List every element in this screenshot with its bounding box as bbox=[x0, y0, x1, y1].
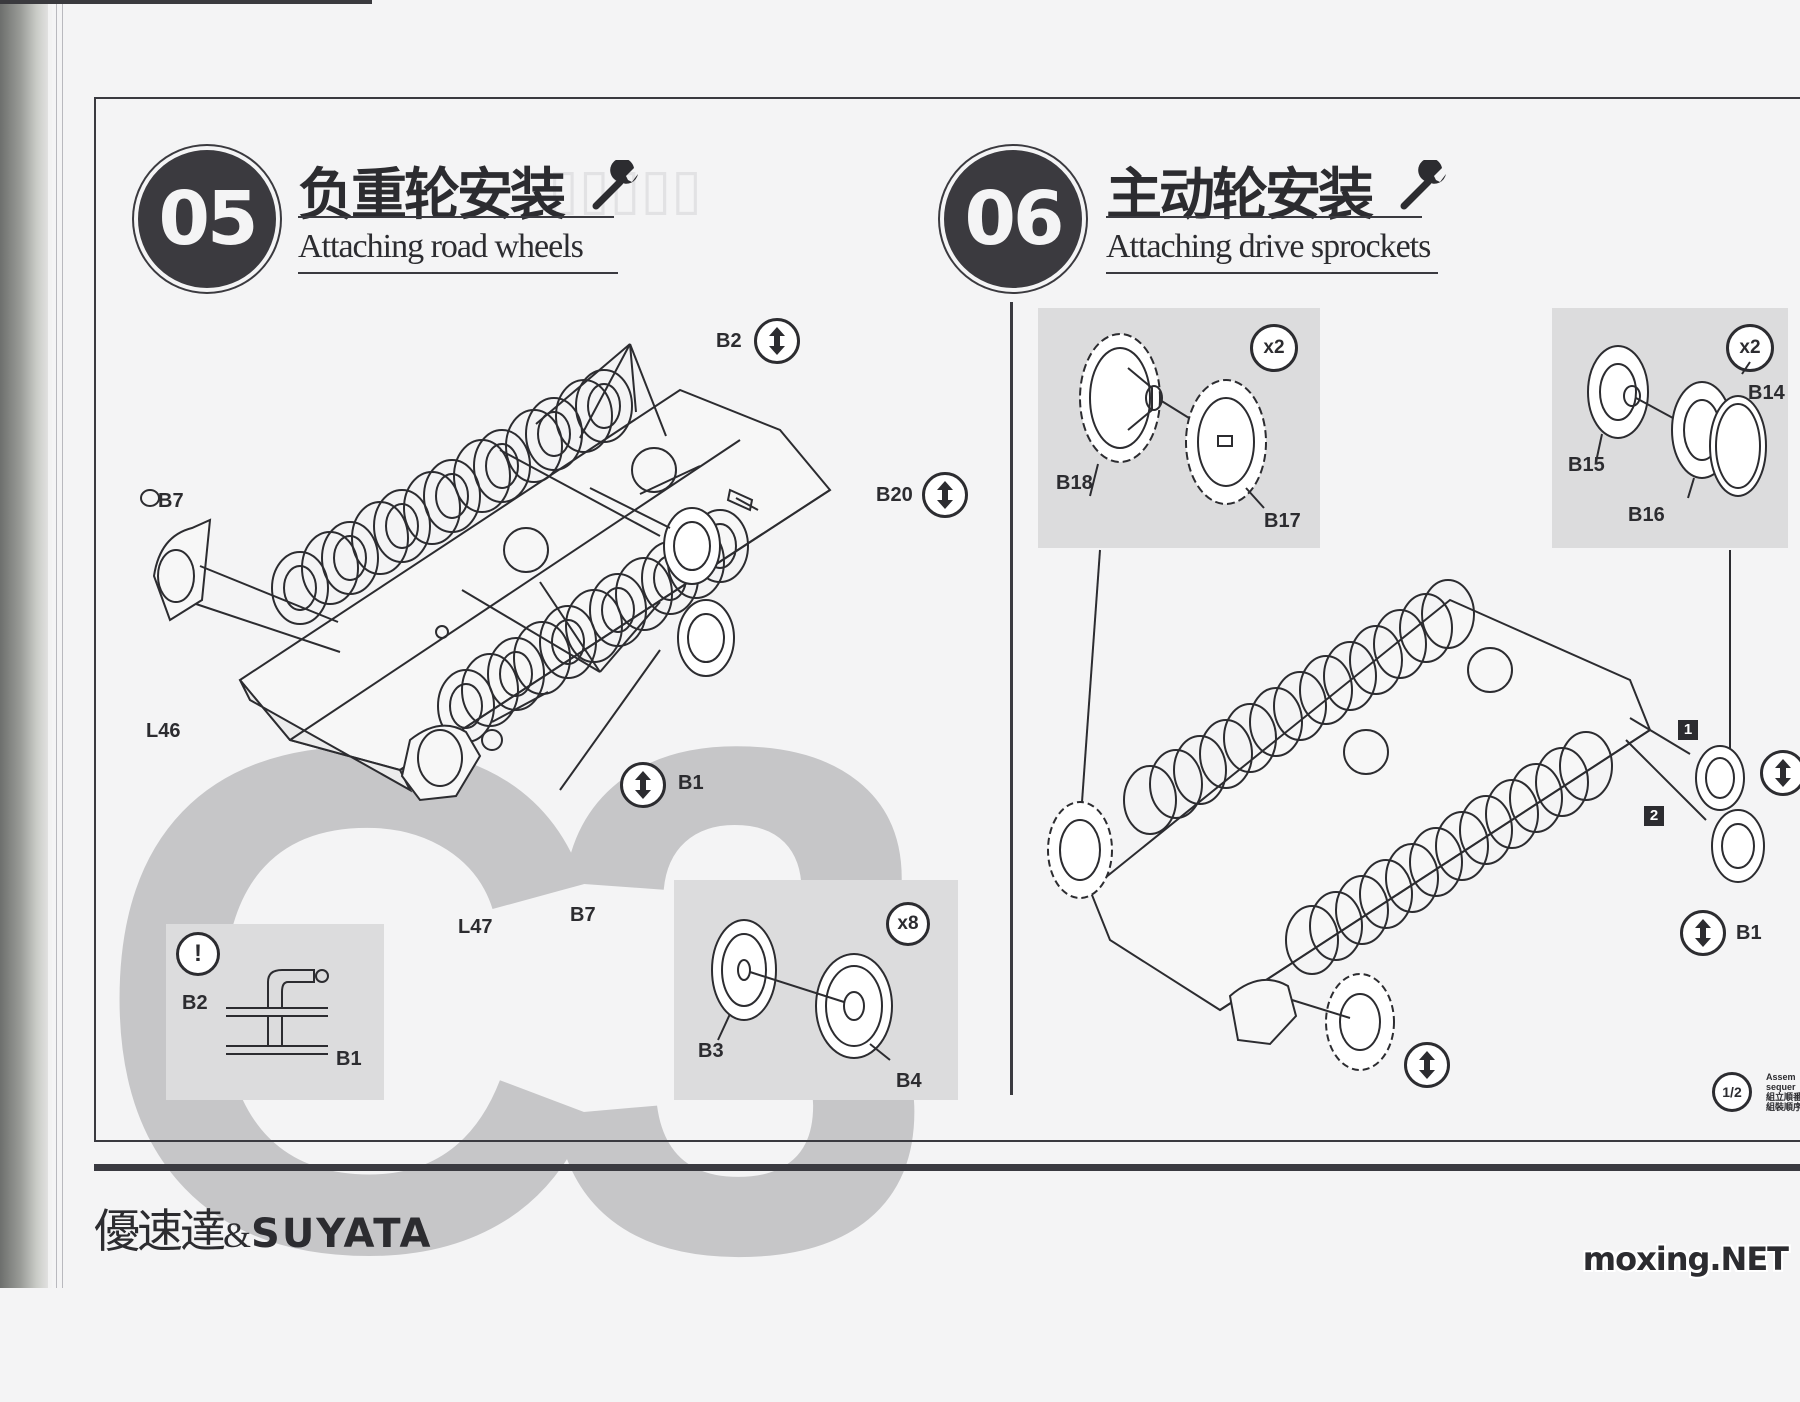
part-label-b1: B1 bbox=[1736, 922, 1762, 944]
top-strip bbox=[0, 0, 372, 4]
brand-name-cn: 優速達 bbox=[94, 1204, 226, 1258]
part-label-b2: B2 bbox=[716, 330, 742, 352]
part-label-b15: B15 bbox=[1568, 454, 1605, 476]
inset-sprocket-panel: x2 B18 B17 bbox=[1038, 308, 1320, 548]
step-title-en: Attaching drive sprockets bbox=[1106, 228, 1431, 265]
title-rule bbox=[298, 216, 614, 218]
idler-wheel-diagram bbox=[1587, 345, 1767, 499]
sequence-icon: 1/2 bbox=[1712, 1072, 1752, 1112]
footer-rule bbox=[94, 1164, 1800, 1171]
flip-arrow-icon bbox=[922, 472, 968, 518]
bogie-orientation-diagram bbox=[226, 969, 329, 1055]
part-label-b1: B1 bbox=[336, 1048, 362, 1070]
flip-arrow-icon bbox=[1404, 1042, 1450, 1088]
hull-drive-sprocket-diagram bbox=[1047, 549, 1765, 1071]
wrench-icon bbox=[1400, 160, 1446, 210]
flip-arrow-icon bbox=[1680, 910, 1726, 956]
part-label-b4: B4 bbox=[896, 1070, 922, 1092]
inset-wheel-panel: x8 B3 B4 bbox=[674, 880, 958, 1100]
part-label-b18: B18 bbox=[1056, 472, 1093, 494]
brand-logo: 優速達&SUYATA bbox=[94, 1195, 432, 1261]
quantity-badge: x2 bbox=[1250, 324, 1298, 372]
page-edge bbox=[62, 0, 63, 1288]
step-number-badge: 05 bbox=[134, 146, 280, 292]
sequence-number-box: 1 bbox=[1678, 720, 1698, 740]
quantity-badge: x2 bbox=[1726, 324, 1774, 372]
step-title-cn: 主动轮安装 bbox=[1106, 162, 1374, 228]
road-wheel-pair-diagram bbox=[711, 919, 893, 1061]
exclamation-icon: ! bbox=[176, 932, 220, 976]
wrench-icon bbox=[592, 160, 638, 210]
part-label-b7: B7 bbox=[570, 904, 596, 926]
title-rule bbox=[1106, 216, 1422, 218]
part-label-b17: B17 bbox=[1264, 510, 1301, 532]
flip-arrow-icon bbox=[754, 318, 800, 364]
drive-sprocket-diagram bbox=[1079, 333, 1267, 509]
part-label-b20: B20 bbox=[876, 484, 913, 506]
title-rule bbox=[1106, 272, 1438, 274]
binding-edge bbox=[0, 0, 52, 1288]
flip-arrow-icon bbox=[1760, 750, 1800, 796]
part-label-b14: B14 bbox=[1748, 382, 1785, 404]
brand-ampersand: & bbox=[223, 1215, 252, 1255]
title-rule bbox=[298, 272, 618, 274]
step-title-en: Attaching road wheels bbox=[298, 228, 584, 265]
flip-arrow-icon bbox=[620, 762, 666, 808]
step-title-cn: 负重轮安装 bbox=[298, 162, 566, 228]
step-divider bbox=[1010, 302, 1013, 1095]
part-label-b7: B7 bbox=[158, 490, 184, 512]
part-label-l46: L46 bbox=[146, 720, 181, 742]
inset-note-panel: ! B2 B1 bbox=[166, 924, 384, 1100]
sequence-number-box: 2 bbox=[1644, 806, 1664, 826]
part-label-b2: B2 bbox=[182, 992, 208, 1014]
site-watermark: moxing.NET bbox=[1582, 1240, 1789, 1278]
page-edge bbox=[56, 0, 57, 1288]
instruction-frame bbox=[94, 97, 1800, 1142]
brand-name-en: SUYATA bbox=[251, 1211, 433, 1257]
inset-idler-panel: x2 B14 B15 B16 bbox=[1552, 308, 1788, 548]
quantity-badge: x8 bbox=[886, 902, 930, 946]
part-label-b1: B1 bbox=[678, 772, 704, 794]
hull-road-wheel-diagram bbox=[140, 343, 832, 802]
step-number-badge: 06 bbox=[940, 146, 1086, 292]
part-label-l47: L47 bbox=[458, 916, 493, 938]
sequence-note: Assem sequer 組立順番 組裝順序 bbox=[1766, 1072, 1800, 1112]
part-label-b16: B16 bbox=[1628, 504, 1665, 526]
part-label-b3: B3 bbox=[698, 1040, 724, 1062]
